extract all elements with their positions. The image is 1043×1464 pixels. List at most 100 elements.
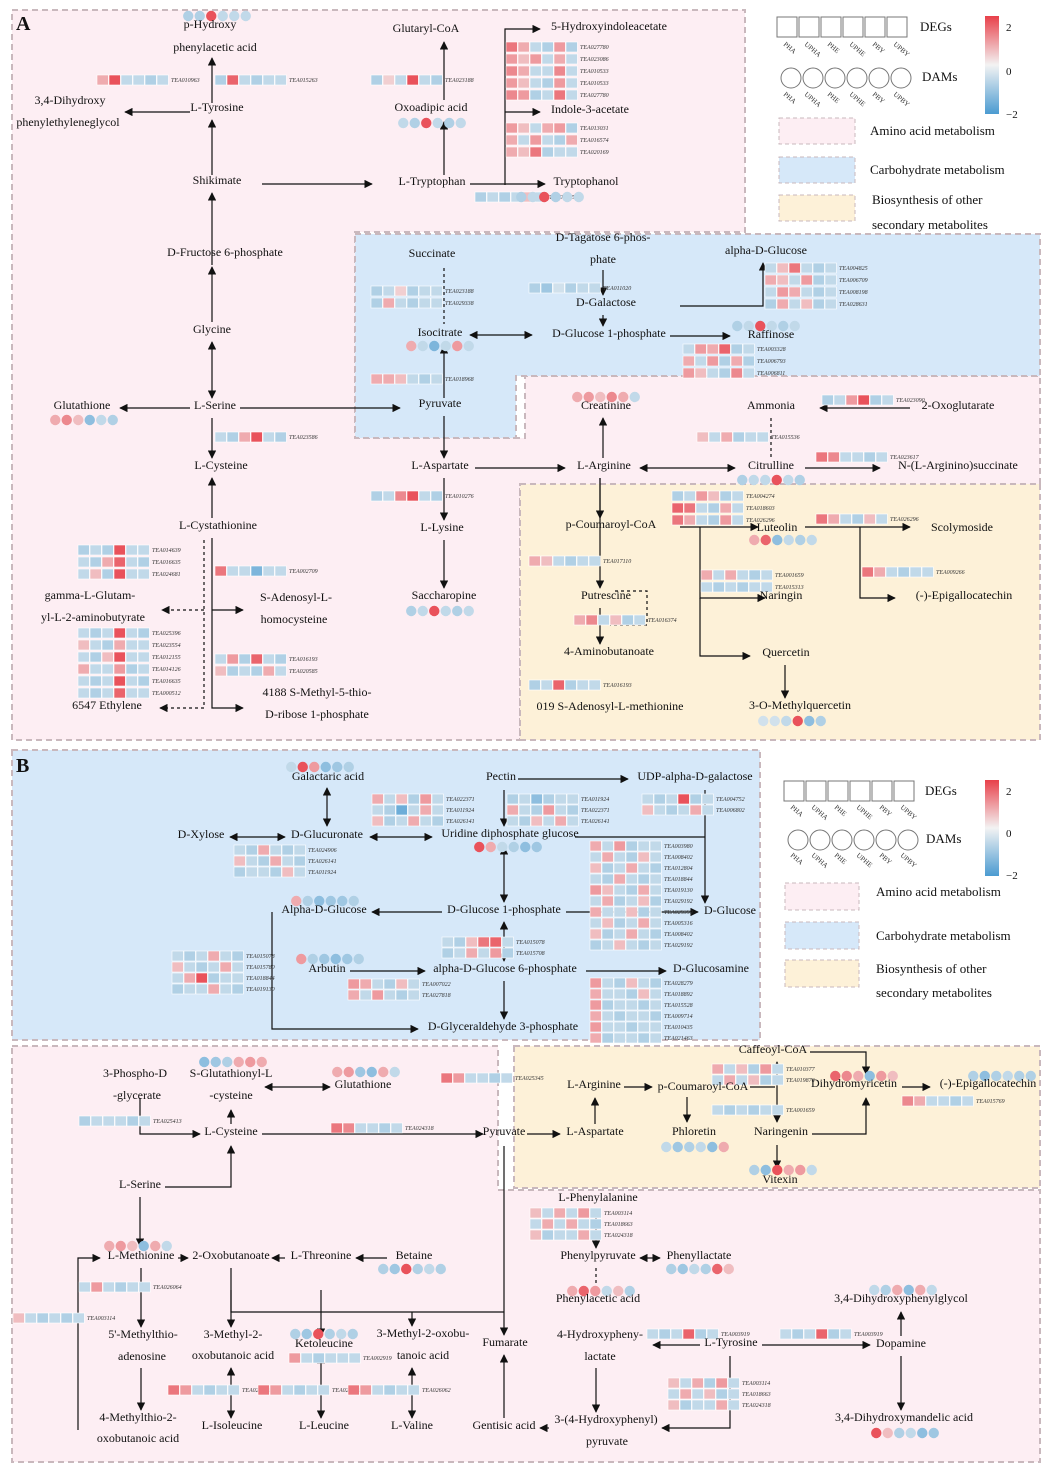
- heatmap-cell: [214, 665, 227, 677]
- heatmap-cell: [430, 373, 443, 385]
- heatmap-cell: [262, 653, 275, 665]
- dam-dot: [520, 841, 531, 853]
- gene-heatmap-row: TEA016374: [573, 614, 677, 626]
- dam-dot-row: [332, 1066, 400, 1078]
- heatmap-cell: [812, 274, 825, 286]
- dam-dot: [417, 605, 428, 617]
- heatmap-cell: [281, 1384, 294, 1396]
- gene-heatmap-row: TEA018663: [667, 1388, 771, 1400]
- gene-id-label: TEA024318: [742, 1402, 771, 1409]
- heatmap-cell: [727, 1399, 740, 1411]
- heatmap-cell: [219, 972, 232, 984]
- metabolite-label: N-(L-Arginino)succinate: [898, 458, 1018, 472]
- legend-secondary-label: secondary metabolites: [876, 985, 992, 1000]
- heatmap-cell: [589, 1229, 602, 1241]
- heatmap-cell: [465, 936, 478, 948]
- heatmap-cell: [625, 1032, 638, 1044]
- dam-dot: [700, 1263, 711, 1275]
- gene-heatmap-row: TEA019130: [589, 884, 693, 896]
- heatmap-cell: [101, 627, 114, 639]
- metabolite-label: Phenylacetic acid: [556, 1291, 640, 1305]
- heatmap-cell: [431, 815, 444, 827]
- gene-heatmap-row: TEA016574: [505, 134, 609, 146]
- heatmap-cell: [791, 1328, 804, 1340]
- dam-dot: [853, 1070, 864, 1082]
- heatmap-cell: [706, 367, 719, 379]
- legend-sample-label: UPHA: [810, 851, 830, 869]
- heatmap-cell: [517, 53, 530, 65]
- heatmap-cell: [528, 679, 541, 691]
- heatmap-cell: [464, 1072, 477, 1084]
- dam-dot: [804, 715, 815, 727]
- dam-dot: [463, 340, 474, 352]
- legend-sample-label: UPBY: [899, 851, 918, 869]
- heatmap-cell: [541, 122, 554, 134]
- heatmap-cell: [370, 490, 383, 502]
- heatmap-cell: [528, 282, 541, 294]
- heatmap-cell: [625, 988, 638, 1000]
- heatmap-cell: [269, 855, 282, 867]
- heatmap-cell: [541, 77, 554, 89]
- heatmap-cell: [646, 1328, 659, 1340]
- region-secondary: [519, 483, 1041, 741]
- gene-heatmap-row: TEA014639: [77, 544, 181, 556]
- heatmap-cell: [505, 134, 518, 146]
- heatmap-cell: [671, 514, 684, 526]
- dam-dot: [841, 1070, 852, 1082]
- gene-heatmap-row: TEA023086: [505, 53, 609, 65]
- metabolite-label: L-Tyrosine: [704, 1335, 757, 1349]
- dam-dot: [401, 1263, 412, 1275]
- heatmap-cell: [633, 614, 646, 626]
- heatmap-cell: [588, 679, 601, 691]
- heatmap-cell: [824, 262, 837, 274]
- heatmap-cell: [370, 297, 383, 309]
- metabolite-label: Phloretin: [672, 1124, 716, 1138]
- heatmap-cell: [518, 804, 531, 816]
- heatmap-cell: [689, 793, 702, 805]
- gene-heatmap-row: TEA016635: [77, 675, 181, 687]
- heatmap-cell: [703, 1377, 716, 1389]
- gene-id-label: TEA020585: [289, 669, 318, 675]
- dam-dot: [286, 761, 297, 773]
- metabolite-label: L-Aspartate: [411, 458, 468, 472]
- gene-heatmap-row: TEA018892: [589, 988, 693, 1000]
- dam-dot: [516, 191, 527, 203]
- heatmap-cell: [137, 544, 150, 556]
- dam-dot: [613, 1285, 624, 1297]
- heatmap-cell: [683, 514, 696, 526]
- heatmap-cell: [96, 74, 109, 86]
- dam-dot: [313, 1328, 324, 1340]
- heatmap-cell: [78, 1281, 91, 1293]
- heatmap-cell: [238, 653, 251, 665]
- heatmap-cell: [585, 614, 598, 626]
- heatmap-cell: [845, 394, 858, 406]
- heatmap-cell: [601, 977, 614, 989]
- dam-dot: [378, 1066, 389, 1078]
- heatmap-cell: [77, 627, 90, 639]
- metabolite-label: Quercetin: [762, 645, 809, 659]
- heatmap-cell: [125, 675, 138, 687]
- dam-dot: [366, 1066, 377, 1078]
- heatmap-cell: [383, 1384, 396, 1396]
- heatmap-cell: [901, 1095, 914, 1107]
- heatmap-cell: [613, 1010, 626, 1022]
- dam-dot: [314, 895, 325, 907]
- heatmap-cell: [382, 74, 395, 86]
- heatmap-cell: [406, 74, 419, 86]
- dam-dot: [104, 1240, 115, 1252]
- dam-dot: [760, 534, 771, 546]
- gene-heatmap-row: TEA014126: [77, 663, 181, 675]
- heatmap-cell: [613, 977, 626, 989]
- gene-heatmap-row: TEA010435: [589, 1021, 693, 1033]
- heatmap-cell: [219, 961, 232, 973]
- heatmap-cell: [274, 665, 287, 677]
- heatmap-cell: [348, 1352, 361, 1364]
- dam-dot: [406, 605, 417, 617]
- heatmap-cell: [171, 983, 184, 995]
- metabolite-label: 3-Methyl-2-: [204, 1327, 263, 1341]
- heatmap-cell: [706, 355, 719, 367]
- region-amino: [11, 1045, 1041, 1463]
- heatmap-cell: [637, 917, 650, 929]
- heatmap-cell: [288, 1352, 301, 1364]
- metabolite-label: L-Aspartate: [566, 1124, 623, 1138]
